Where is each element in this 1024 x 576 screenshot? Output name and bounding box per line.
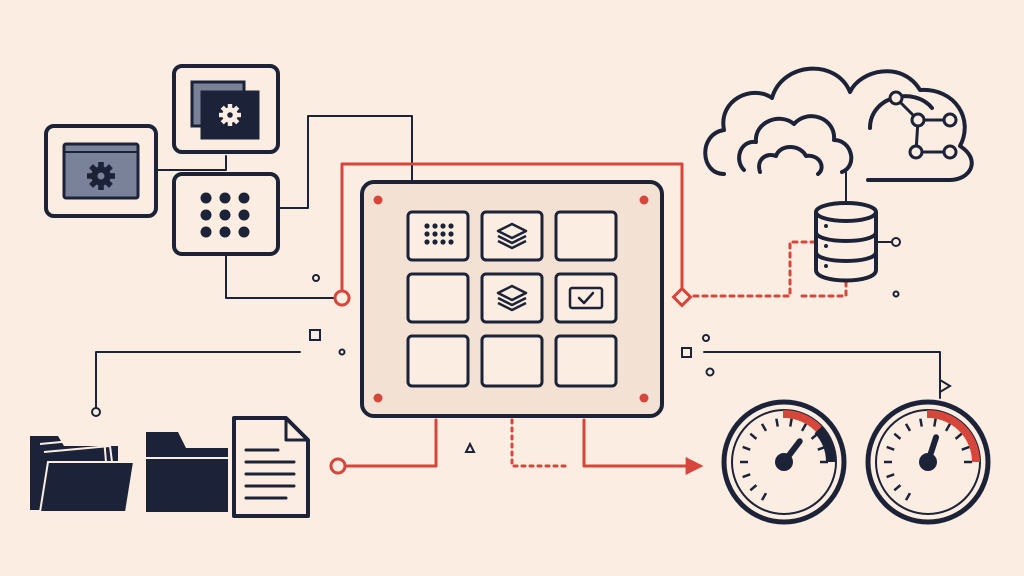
connector-accent-from-folders <box>344 418 438 468</box>
network-nodes-icon <box>888 90 958 160</box>
deco-circle-right-2 <box>705 367 715 377</box>
connector-accent-to-db <box>692 240 818 298</box>
dot-grid-icon <box>424 223 454 245</box>
cloud-icon <box>703 66 974 182</box>
database[interactable] <box>814 201 878 283</box>
panel-screw-icon <box>639 393 649 403</box>
gauge-right <box>865 399 991 525</box>
gauge-tick <box>749 484 758 492</box>
cloud-inner-2-icon <box>757 145 824 176</box>
deco-play-triangle <box>939 378 952 394</box>
gauge-red-zone <box>926 410 980 463</box>
deco-dot <box>338 348 346 356</box>
connector-accent-db-down <box>798 280 848 298</box>
dot-grid-icon <box>200 192 250 238</box>
connector-accent-arrow-to-gauge <box>582 418 704 475</box>
deco-square <box>309 329 321 341</box>
panel-tile[interactable] <box>406 334 470 388</box>
deco-dot-db <box>892 290 900 298</box>
junction-diamond-right <box>671 286 693 308</box>
connector-stack-to-panel <box>279 115 413 209</box>
panel-tile[interactable] <box>480 272 544 324</box>
panel-tile[interactable] <box>554 334 618 388</box>
gauge-tick <box>944 423 952 432</box>
database-icon <box>814 201 878 283</box>
connector-accent-top-loop <box>340 162 684 298</box>
junction-circle-left <box>333 289 351 307</box>
panel-tile[interactable] <box>554 272 618 324</box>
cloud-network[interactable] <box>703 66 974 182</box>
panel-tile[interactable] <box>554 210 618 262</box>
gauge-tick <box>886 445 895 451</box>
gauge-tick <box>742 445 751 451</box>
gauge-tick <box>933 418 937 427</box>
connector-right-to-gauge <box>703 351 941 399</box>
gauge-tick <box>742 473 751 479</box>
panel-screw-icon <box>639 195 649 205</box>
checkbox-icon <box>568 286 604 310</box>
connector-window-to-hub <box>157 155 227 171</box>
panel-tile[interactable] <box>480 334 544 388</box>
cloud-inner-icon <box>737 114 854 174</box>
deco-circle <box>312 274 320 282</box>
app-window-gear[interactable] <box>44 124 158 218</box>
central-dashboard-panel <box>360 180 664 418</box>
gauge-tick <box>904 492 912 501</box>
panel-screw-icon <box>373 393 383 403</box>
gauge-tick <box>904 423 912 432</box>
junction-dot-folders <box>91 407 101 417</box>
gauge-left <box>721 399 847 525</box>
gauge-tick <box>961 445 970 451</box>
app-window-stack-gear[interactable] <box>172 64 280 154</box>
deco-square-right <box>681 347 692 358</box>
gauge-tick <box>886 473 895 479</box>
deco-triangle <box>464 441 476 453</box>
deco-circle-right <box>702 334 710 342</box>
junction-circle-bottom <box>329 457 347 475</box>
gauge-tick <box>760 492 768 501</box>
panel-tile[interactable] <box>480 210 544 262</box>
panel-tile[interactable] <box>406 272 470 324</box>
gauge-tick <box>789 418 793 427</box>
decorative-glyphs <box>309 274 952 453</box>
gauge-tick <box>893 484 902 492</box>
layers-icon <box>496 284 528 312</box>
junction-dot-db <box>891 237 901 247</box>
document-icon[interactable] <box>232 416 310 518</box>
gauge-tick <box>954 432 963 440</box>
gear-icon <box>219 104 241 126</box>
connector-folders-to-left <box>95 351 301 409</box>
connector-hub-to-panel <box>225 253 337 299</box>
gauge-hub <box>775 453 793 471</box>
connector-accent-dotted <box>510 418 572 468</box>
panel-tile[interactable] <box>406 210 470 262</box>
gauge-hub <box>919 453 937 471</box>
junction-markers <box>91 237 901 475</box>
gauge-tick <box>749 432 758 440</box>
gauge-tick <box>919 418 923 427</box>
layers-icon <box>496 222 528 250</box>
gauge-tick <box>760 423 768 432</box>
folder-open-icon[interactable] <box>30 436 136 513</box>
gauge-tick <box>800 423 808 432</box>
folders-and-document <box>30 416 310 518</box>
connectors <box>95 115 941 475</box>
gauge-tick <box>893 432 902 440</box>
dot-grid-hub[interactable] <box>172 172 280 256</box>
gauge-tick <box>775 418 779 427</box>
gauge-dark-zone <box>814 426 836 463</box>
panel-screw-icon <box>373 195 383 205</box>
gear-icon <box>87 162 115 190</box>
folder-icon[interactable] <box>146 432 228 512</box>
